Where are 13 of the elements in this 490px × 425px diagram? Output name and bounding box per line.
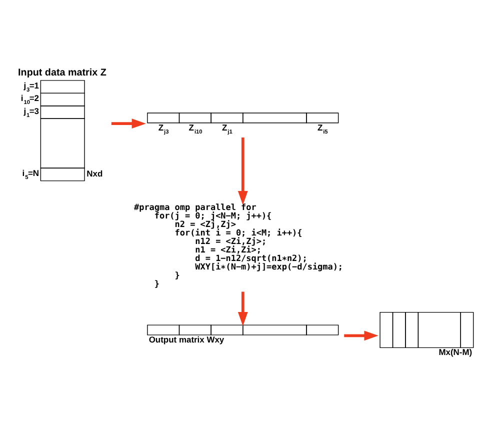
node-label: Input data matrix Z [18, 67, 106, 78]
node-label: i$_{5}$=N [22, 167, 40, 180]
node-label: Z$_{j3}$ [158, 122, 169, 135]
node-label: i$_{10}$=2 [20, 92, 40, 106]
node-label: j$_{3}$=1 [24, 80, 40, 93]
node-label: Output matrix Wxy [148, 334, 224, 344]
node-text: #pragma omp parallel for for(j = 0; j<N−M; j++){ n2 = <Zj,Zj> for(int i = 0; i<M; i++){ n12 = <Zi,Zj>; n1 = <Zi,Zi>; d = 1−n12/sqrt(n1∗n2); WXY[i∗(N−m)+j]=exp(−d/sigma); } } [134, 201, 344, 288]
node-label: Z$_{i10}$ [188, 122, 202, 135]
node-label: Nxd [86, 168, 103, 178]
node-label: j$_{1}$=3 [24, 105, 40, 118]
node-label: Z$_{i5}$ [317, 122, 328, 135]
node-label: Z$_{j1}$ [222, 122, 232, 135]
node-label: Mx(N-M) [438, 346, 472, 357]
